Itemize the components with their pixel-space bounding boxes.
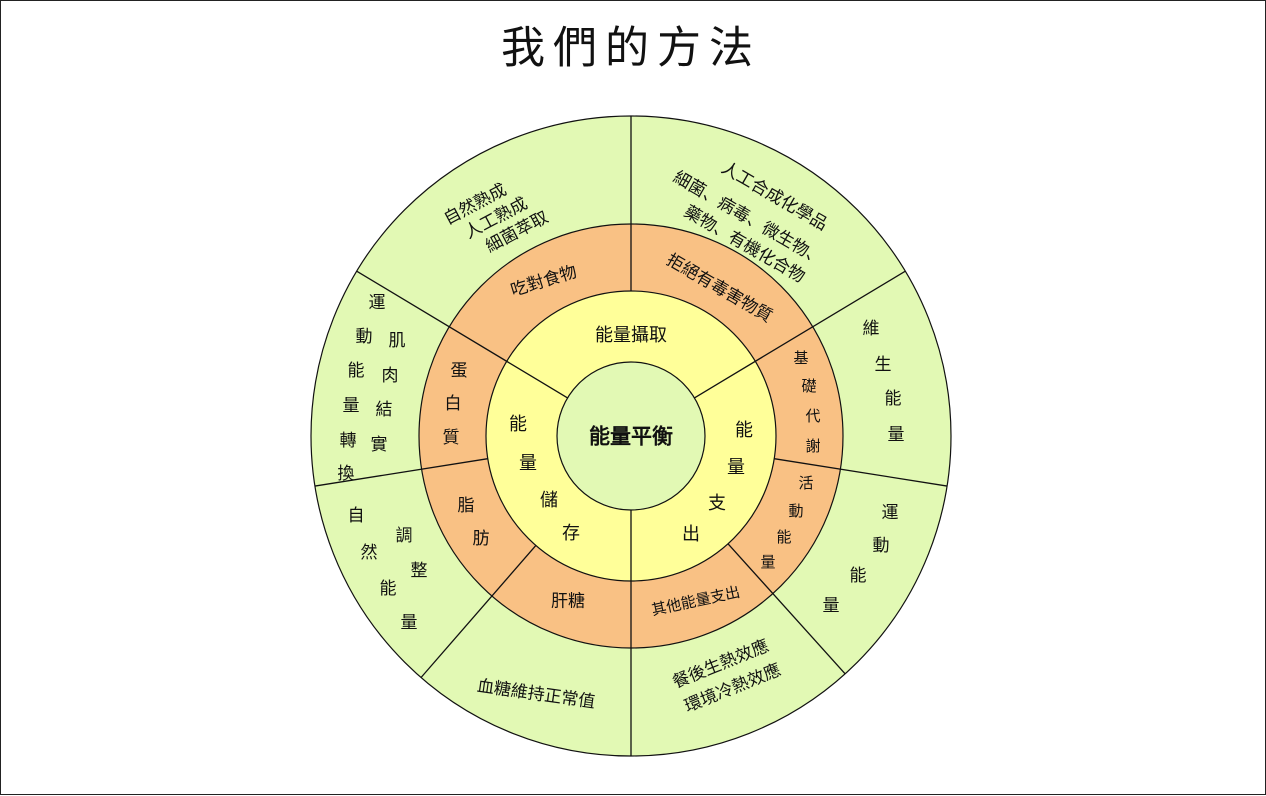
label-char: 基 <box>793 349 808 367</box>
muscle-col1-label: 運動能量轉換 <box>338 293 386 484</box>
label-char: 能 <box>735 420 753 441</box>
label-char: 運 <box>369 293 386 313</box>
intake-label: 能量攝取 <box>595 325 667 346</box>
label-char: 脂 <box>458 496 475 516</box>
label-char: 動 <box>873 536 890 556</box>
label-char: 調 <box>396 526 413 546</box>
label-char: 生 <box>875 355 892 375</box>
label-char: 肪 <box>473 529 490 549</box>
label-char: 儲 <box>540 490 558 511</box>
label-char: 動 <box>788 502 803 520</box>
label-char: 轉 <box>340 431 357 451</box>
label-char: 量 <box>519 453 537 474</box>
label-char: 能 <box>348 361 365 381</box>
label-char: 活 <box>798 474 813 492</box>
divider-line <box>694 270 906 399</box>
label-char: 謝 <box>805 437 820 455</box>
sector-dividers <box>314 116 948 756</box>
label-char: 維 <box>863 319 880 339</box>
label-char: 支 <box>708 493 726 514</box>
label-char: 自 <box>348 506 365 526</box>
activity-energy-label: 活動能量 <box>760 474 813 571</box>
label-char: 換 <box>338 464 355 484</box>
storage-label: 能量儲存 <box>509 414 580 544</box>
label-char: 量 <box>823 596 840 616</box>
divider-line <box>727 543 846 675</box>
label-char: 運 <box>882 503 899 523</box>
label-char: 代 <box>805 407 820 425</box>
label-char: 實 <box>371 435 388 455</box>
label-char: 動 <box>356 327 373 347</box>
label-char: 能 <box>850 566 867 586</box>
label-char: 結 <box>376 400 393 420</box>
label-char: 肌 <box>389 331 406 351</box>
label-char: 質 <box>443 428 460 448</box>
fat-label: 脂肪 <box>458 496 490 549</box>
label-char: 能 <box>776 528 791 546</box>
life-energy-label: 維生能量 <box>863 319 905 445</box>
label-char: 量 <box>888 425 905 445</box>
divider-line <box>774 458 948 487</box>
label-char: 出 <box>682 524 700 545</box>
label-char: 存 <box>562 523 580 544</box>
natural-adjust-label: 自然調整能量 <box>348 506 428 633</box>
label-char: 能 <box>509 414 527 435</box>
label-char: 白 <box>445 394 462 414</box>
label-char: 量 <box>343 396 360 416</box>
label-char: 量 <box>727 457 745 478</box>
exercise-energy-label: 運動能量 <box>823 503 899 616</box>
expenditure-label: 能量支出 <box>682 420 753 545</box>
center-label: 能量平衡 <box>589 424 673 449</box>
glycogen-label: 肝糖 <box>551 592 585 612</box>
label-char: 能 <box>885 389 902 409</box>
label-char: 肉 <box>382 366 399 386</box>
basal-metabolism-label: 基礎代謝 <box>793 349 820 455</box>
label-char: 礎 <box>801 377 816 395</box>
label-char: 能 <box>380 579 397 599</box>
label-char: 蛋 <box>451 361 468 381</box>
label-char: 量 <box>401 613 418 633</box>
page-title: 我們的方法 <box>501 23 761 74</box>
muscle-col2-label: 肌肉結實 <box>371 331 406 455</box>
protein-label: 蛋白質 <box>443 361 468 448</box>
label-char: 量 <box>760 553 775 571</box>
divider-line <box>314 458 488 487</box>
divider-line <box>420 545 537 678</box>
label-char: 然 <box>361 543 378 563</box>
divider-line <box>356 270 568 399</box>
label-char: 整 <box>411 561 428 581</box>
